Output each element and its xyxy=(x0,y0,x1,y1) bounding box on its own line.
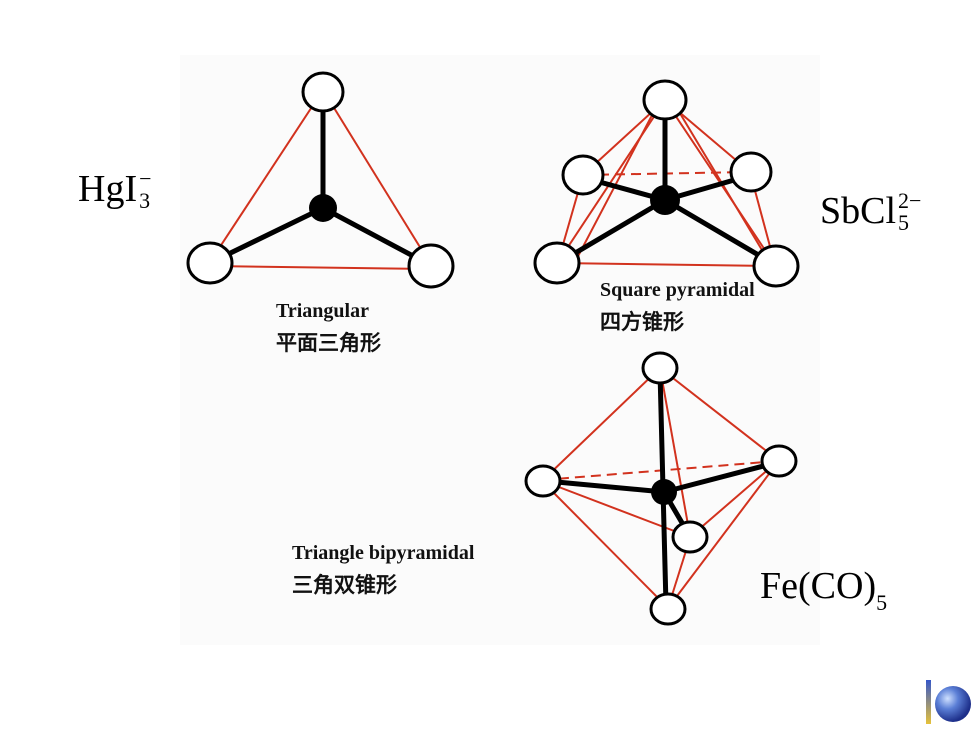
formula-feco5: Fe(CO)5 xyxy=(760,565,887,614)
formula-subscript: 5 xyxy=(898,210,910,235)
formula-base: SbCl xyxy=(820,190,897,232)
formula-subscript: 3 xyxy=(139,188,151,213)
label-english: Triangular xyxy=(276,300,369,322)
ligand-atom xyxy=(301,71,345,113)
central-atom xyxy=(309,194,337,222)
label-square-pyramidal: Square pyramidal 四方锥形 xyxy=(600,277,755,336)
label-english: Square pyramidal xyxy=(600,279,755,301)
central-atom xyxy=(651,479,677,505)
formula-base: Fe(CO) xyxy=(760,565,877,607)
ligand-atom xyxy=(524,464,562,498)
label-chinese: 三角双锥形 xyxy=(292,573,397,597)
label-english: Triangle bipyramidal xyxy=(292,542,475,564)
ligand-atom xyxy=(642,79,688,121)
formula-subscript: 5 xyxy=(876,590,888,615)
ligand-atom xyxy=(533,241,581,285)
formula-charge: 2− xyxy=(898,188,922,213)
triangular-planar-model xyxy=(186,71,455,289)
central-atom xyxy=(650,185,680,215)
formula-charge: − xyxy=(139,166,152,191)
ligand-atom xyxy=(729,151,773,193)
label-chinese: 四方锥形 xyxy=(600,310,684,334)
label-trigonal-bipyramidal: Triangle bipyramidal 三角双锥形 xyxy=(292,540,474,599)
formula-base: HgI xyxy=(78,168,138,210)
label-triangular: Triangular 平面三角形 xyxy=(276,298,381,357)
ligand-atom xyxy=(760,444,798,478)
formula-hgi3: HgI−3 xyxy=(78,166,163,212)
ligand-atom xyxy=(752,244,800,288)
ligand-atom xyxy=(561,154,605,196)
square-pyramidal-model xyxy=(533,79,800,288)
label-chinese: 平面三角形 xyxy=(276,331,381,355)
ligand-atom xyxy=(671,520,709,554)
blue-sphere-logo-icon xyxy=(926,680,971,724)
ligand-atom xyxy=(407,243,455,289)
ligand-atom xyxy=(649,592,687,626)
ligand-atom xyxy=(186,241,234,285)
trigonal-bipyramidal-model xyxy=(524,351,798,626)
ligand-atom xyxy=(641,351,679,385)
